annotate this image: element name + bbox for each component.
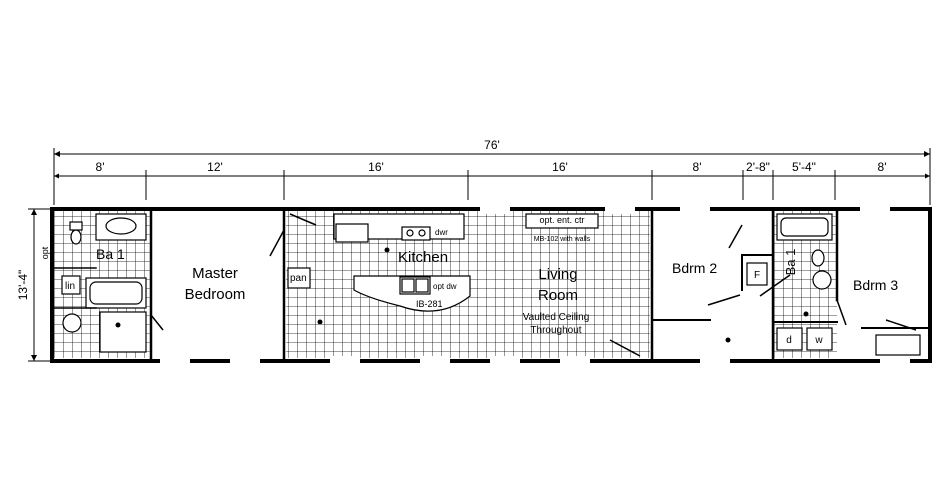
- bath-2-label: Ba 1: [783, 249, 798, 276]
- dimension-segment-6: 2'-8": [746, 160, 770, 174]
- entertainment-center-label: opt. ent. ctr: [539, 215, 584, 225]
- dimension-segment-7: 5'-4": [792, 160, 816, 174]
- bedroom-2-label: Bdrm 2: [672, 260, 717, 276]
- vaulted-ceiling-label-line1: Vaulted Ceiling: [523, 312, 590, 323]
- linen-label: lin: [65, 281, 75, 292]
- dimension-segment-2: 12': [207, 160, 223, 174]
- opt-label: opt: [40, 246, 50, 259]
- furnace-label: F: [754, 270, 760, 281]
- master-bedroom-label-line2: Bedroom: [185, 286, 246, 303]
- kitchen-label: Kitchen: [398, 249, 448, 266]
- window-openings: [160, 207, 910, 363]
- depth-label: 13'-4": [16, 270, 30, 301]
- dimension-segment-8: 8': [878, 160, 887, 174]
- mb-note-label: MB-102 with walls: [534, 236, 591, 243]
- drawer-label: dwr: [435, 228, 448, 237]
- opt-dishwasher-label: opt dw: [433, 282, 457, 291]
- fixtures: [61, 213, 921, 356]
- bedroom-3-label: Bdrm 3: [853, 277, 898, 293]
- vaulted-ceiling-label-line2: Throughout: [530, 325, 581, 336]
- dimension-segment-1: 8': [96, 160, 105, 174]
- ceiling-dots: [115, 247, 809, 343]
- pantry-label: pan: [290, 273, 307, 284]
- master-bedroom-label-line1: Master: [192, 265, 238, 282]
- dimension-segment-4: 16': [552, 160, 568, 174]
- dimension-ticks: [31, 151, 930, 361]
- dimension-lines: [28, 148, 931, 362]
- dimension-segment-5: 8': [693, 160, 702, 174]
- living-room-label-line1: Living: [538, 266, 577, 283]
- dryer-label: d: [786, 335, 792, 346]
- living-room-label-line2: Room: [538, 287, 578, 304]
- door-swings: [150, 213, 917, 357]
- island-label: IB-281: [416, 299, 443, 309]
- bath-1-label: Ba 1: [96, 246, 125, 262]
- washer-label: w: [814, 335, 823, 346]
- dimension-segment-3: 16': [368, 160, 384, 174]
- overall-length-label: 76': [484, 138, 500, 152]
